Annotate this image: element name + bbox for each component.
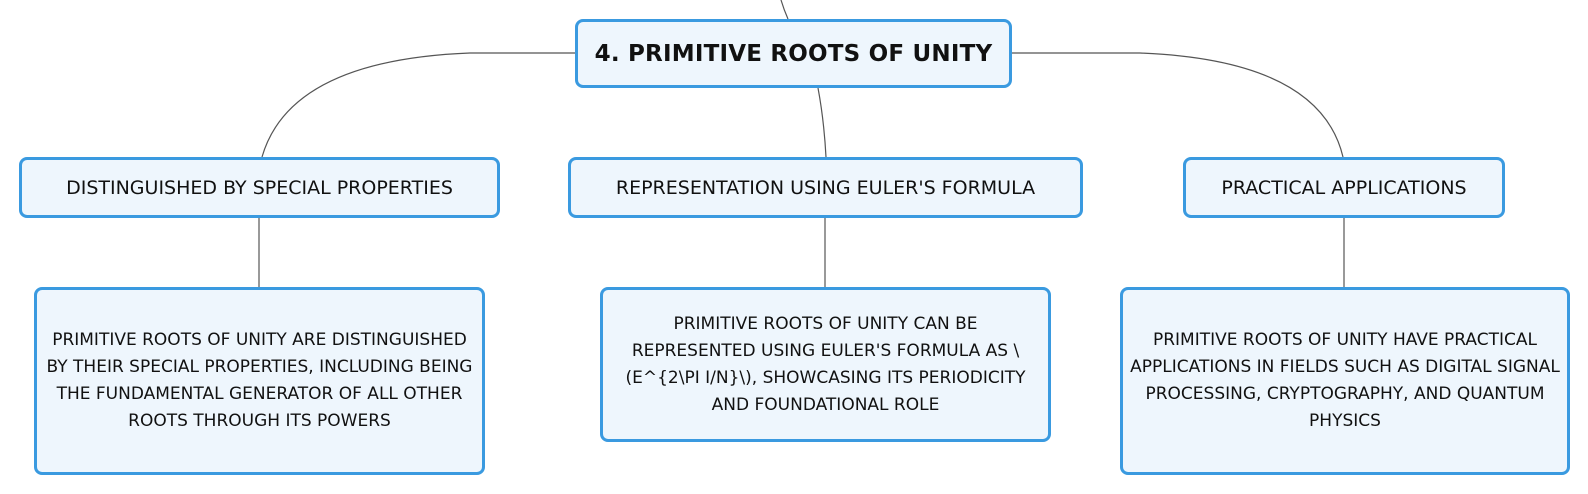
- central-topic-label: 4. PRIMITIVE ROOTS OF UNITY: [594, 40, 993, 67]
- connector-root-to-branch-2: [817, 87, 827, 158]
- branch-label: DISTINGUISHED BY SPECIAL PROPERTIES: [66, 176, 453, 199]
- branch-label: REPRESENTATION USING EULER'S FORMULA: [615, 176, 1036, 199]
- detail-node-special-properties[interactable]: PRIMITIVE ROOTS OF UNITY ARE DISTINGUISH…: [34, 287, 485, 475]
- branch-node-euler-formula[interactable]: REPRESENTATION USING EULER'S FORMULA: [568, 157, 1083, 218]
- branch-label: PRACTICAL APPLICATIONS: [1221, 176, 1467, 199]
- central-topic-node[interactable]: 4. PRIMITIVE ROOTS OF UNITY: [575, 19, 1012, 88]
- connector-root-to-branch-3: [1012, 52, 1344, 158]
- detail-text: PRIMITIVE ROOTS OF UNITY HAVE PRACTICAL …: [1130, 330, 1560, 431]
- branch-node-special-properties[interactable]: DISTINGUISHED BY SPECIAL PROPERTIES: [19, 157, 500, 218]
- detail-node-practical-applications[interactable]: PRIMITIVE ROOTS OF UNITY HAVE PRACTICAL …: [1120, 287, 1570, 475]
- detail-text: PRIMITIVE ROOTS OF UNITY ARE DISTINGUISH…: [46, 330, 473, 431]
- branch-node-practical-applications[interactable]: PRACTICAL APPLICATIONS: [1183, 157, 1505, 218]
- detail-node-euler-formula[interactable]: PRIMITIVE ROOTS OF UNITY CAN BE REPRESEN…: [600, 287, 1051, 442]
- detail-text: PRIMITIVE ROOTS OF UNITY CAN BE REPRESEN…: [625, 313, 1026, 415]
- connector-root-to-branch-1: [261, 52, 575, 158]
- connector-incoming-to-root: [780, 0, 789, 20]
